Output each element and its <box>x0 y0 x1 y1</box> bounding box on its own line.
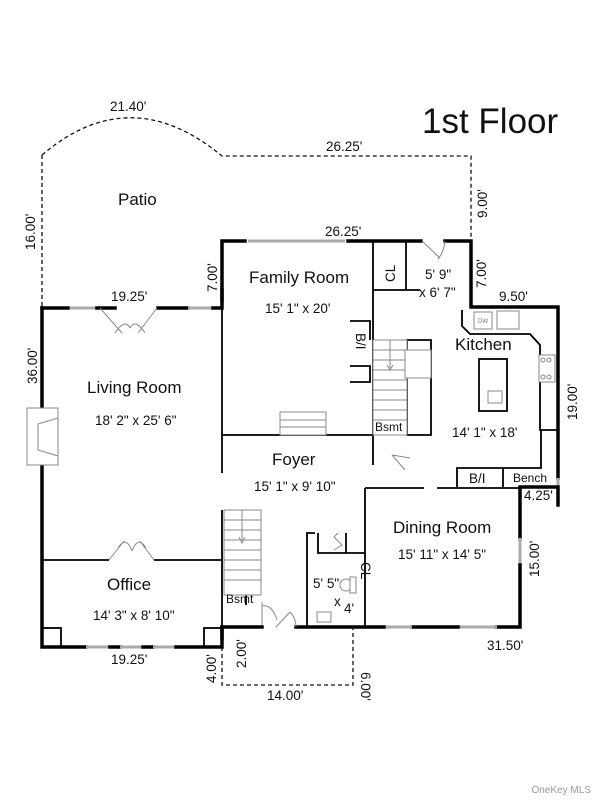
patio-label: Patio <box>118 190 157 209</box>
dim-patio-arc: 21.40' <box>110 99 146 114</box>
closet-lower-label: CL <box>358 562 373 580</box>
dim-patio-top: 26.25' <box>326 139 362 154</box>
dishwasher-label: DW <box>478 319 488 325</box>
builtin-kitchen-label: B/I <box>469 471 486 486</box>
builtin-family-label: B/I <box>353 333 368 350</box>
dim-kitchen-right: 19.00' <box>565 384 580 420</box>
dim-family-top: 26.25' <box>325 224 361 239</box>
fireplace <box>26 407 59 466</box>
dim-family-left: 7.00' <box>205 263 220 292</box>
watermark: OneKey MLS <box>531 785 591 796</box>
dining-room-label: Dining Room <box>393 518 491 537</box>
living-room-french-doors[interactable] <box>99 307 158 334</box>
dim-dining-bottom: 31.50' <box>487 638 523 653</box>
office-size: 14' 3" x 8' 10" <box>93 608 175 623</box>
closet-upper-label: CL <box>383 264 398 282</box>
mudroom-door[interactable] <box>421 240 446 260</box>
patio-outline <box>41 117 472 308</box>
dim-living-left: 36.00' <box>25 348 40 384</box>
dining-room-size: 15' 11" x 14' 5" <box>398 547 486 562</box>
basement-door-upper[interactable] <box>391 454 411 471</box>
stairs-upper <box>372 339 408 436</box>
dim-office-bottom: 19.25' <box>111 652 147 667</box>
kitchen-label: Kitchen <box>455 335 512 354</box>
half-bath-size-2: x <box>334 594 341 609</box>
stairs-lower <box>223 509 262 596</box>
sink <box>316 611 332 623</box>
mudroom-size-1: 5' 9" <box>425 267 451 282</box>
kitchen-counters <box>404 310 558 431</box>
closet-bifold-door[interactable] <box>333 532 343 551</box>
bench-label: Bench <box>513 471 547 485</box>
bsmt-lower-label: Bsmt <box>226 592 254 606</box>
dim-kitchen-top: 9.50' <box>499 289 528 304</box>
dim-dining-right: 15.00' <box>527 541 542 577</box>
dim-porch-right: 6.00' <box>358 672 373 701</box>
front-door[interactable] <box>275 611 297 628</box>
bsmt-upper-label: Bsmt <box>375 420 403 434</box>
dim-bench-right: 4.25' <box>524 488 553 503</box>
half-bath-size-1: 5' 5" <box>313 576 339 591</box>
office-label: Office <box>107 575 151 594</box>
floor-title: 1st Floor <box>422 102 558 141</box>
mudroom-size-2: x 6' 7" <box>419 285 456 300</box>
living-room-label: Living Room <box>87 378 182 397</box>
kitchen-size: 14' 1" x 18' <box>452 425 518 440</box>
dim-patio-right: 9.00' <box>475 189 490 218</box>
dim-patio-left: 16.00' <box>23 214 38 250</box>
family-room-size: 15' 1" x 20' <box>265 301 331 316</box>
dim-mudroom-right: 7.00' <box>474 259 489 288</box>
step-platform <box>279 411 327 436</box>
office-french-doors[interactable] <box>108 540 155 561</box>
living-room-size: 18' 2" x 25' 6" <box>95 413 177 428</box>
foyer-label: Foyer <box>272 450 316 469</box>
dim-porch-left-inner: 2.00' <box>234 639 249 668</box>
foyer-size: 15' 1" x 9' 10" <box>254 479 336 494</box>
dim-porch-left-outer: 4.00' <box>204 654 219 683</box>
porch-outline <box>221 627 354 686</box>
half-bath-size-3: 4' <box>344 601 354 616</box>
family-room-label: Family Room <box>249 268 349 287</box>
dim-porch-bottom: 14.00' <box>267 688 303 703</box>
basement-door-lower[interactable] <box>261 602 278 625</box>
dim-living-top: 19.25' <box>111 289 147 304</box>
